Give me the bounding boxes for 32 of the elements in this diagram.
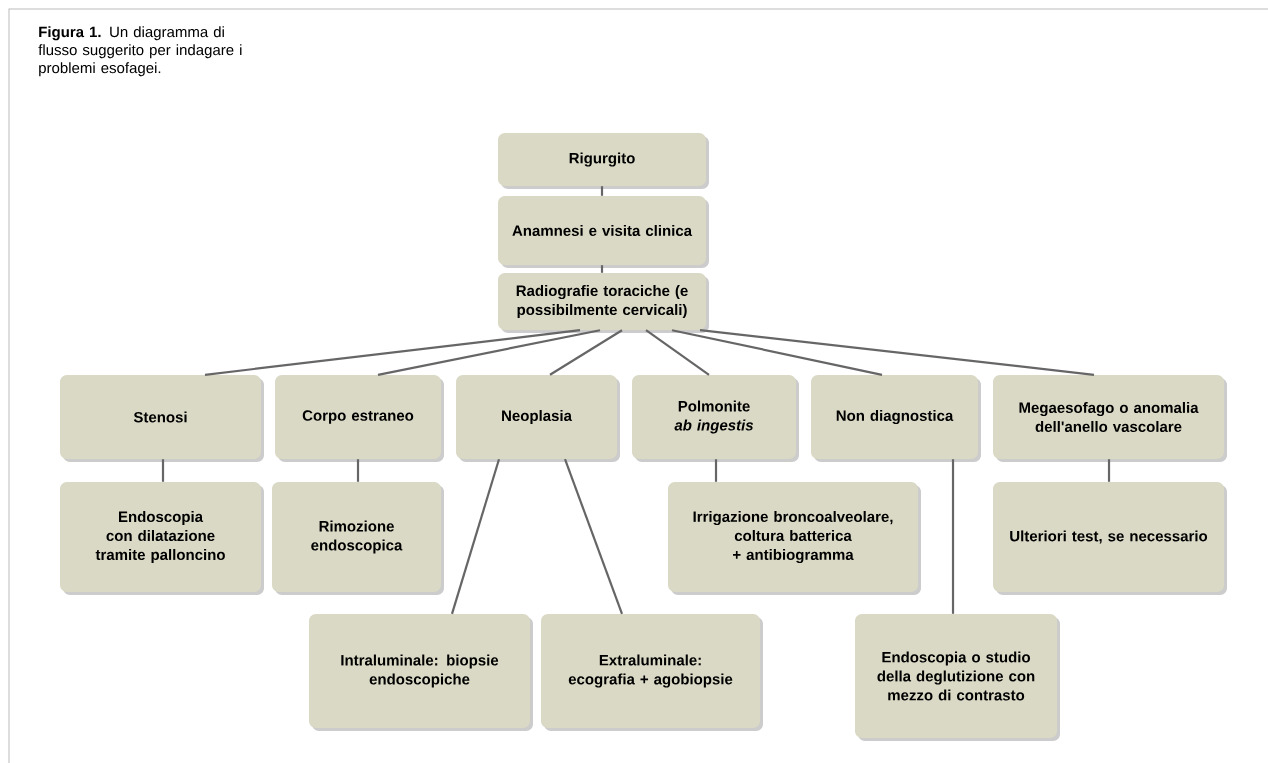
process-box: Rigurgito xyxy=(498,133,709,189)
process-box: Ulteriori test, se necessario xyxy=(993,482,1227,595)
connector-line xyxy=(699,329,1095,376)
process-box: Megaesofago o anomalia dell'anello vascolare xyxy=(993,375,1227,462)
process-box: Corpo estraneo xyxy=(275,375,444,462)
connector-line xyxy=(600,186,604,196)
process-box: Endoscopia o studio della deglutizione con mezzo di contrasto xyxy=(855,614,1060,741)
connector-line xyxy=(377,329,601,376)
connector-line xyxy=(204,329,581,376)
process-box: Neoplasia xyxy=(456,375,620,462)
process-box: Non diagnostica xyxy=(811,375,981,462)
connector-line xyxy=(450,458,501,615)
connector-line xyxy=(671,329,883,376)
process-box: Rimozione endoscopica xyxy=(272,482,444,595)
connector-line xyxy=(714,459,718,482)
connector-line xyxy=(161,459,165,482)
connector-line xyxy=(356,459,360,482)
process-box: Intraluminale: biopsie endoscopiche xyxy=(309,614,533,731)
connector-line xyxy=(600,265,604,273)
connector-line xyxy=(1107,459,1111,482)
process-box: Anamnesi e visita clinica xyxy=(498,196,709,268)
caption: Figura 1. Un diagramma di flusso suggerito per indagare i problemi esofagei. xyxy=(38,26,242,77)
process-box: Irrigazione broncoalveolare, coltura batterica + antibiogramma xyxy=(668,482,921,595)
connector-line xyxy=(951,459,955,614)
process-box: Endoscopia con dilatazione tramite palloncino xyxy=(60,482,264,595)
connector-line xyxy=(563,458,624,615)
connector-line xyxy=(645,329,710,376)
connector-line xyxy=(549,329,623,376)
process-box: Extraluminale: ecografia + agobiopsie xyxy=(541,614,763,731)
process-box: Polmonite ab ingestis xyxy=(632,375,799,462)
process-box: Radiografie toraciche (e possibilmente cervicali) xyxy=(498,273,709,333)
process-box: Stenosi xyxy=(60,375,264,462)
